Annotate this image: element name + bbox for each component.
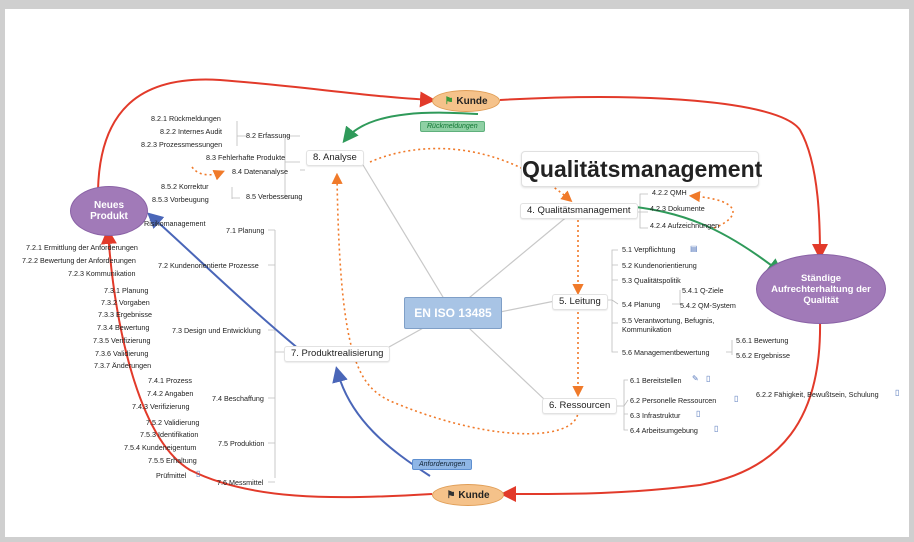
branch-leitung[interactable]: 5. Leitung: [552, 294, 608, 310]
ressourcen-child[interactable]: 6.1 Bereitstellen: [630, 376, 682, 385]
attachment-icon[interactable]: ▯: [196, 469, 201, 478]
title-node[interactable]: Qualitätsmanagement: [521, 151, 762, 187]
p74-leaf[interactable]: 7.4.2 Angaben: [147, 389, 194, 398]
attachment-icon[interactable]: ▯: [706, 374, 711, 383]
p74-leaf[interactable]: 7.4.1 Prozess: [148, 376, 192, 385]
analyse-leaf[interactable]: 8.5.3 Vorbeugung: [152, 195, 209, 204]
produkt-child[interactable]: 7.3 Design und Entwicklung: [172, 326, 261, 335]
attachment-icon[interactable]: ▯: [714, 424, 719, 433]
p73-leaf[interactable]: 7.3.1 Planung: [104, 286, 149, 295]
produkt-child[interactable]: 7.1 Planung: [226, 226, 265, 235]
branch-qm[interactable]: 4. Qualitätsmanagement: [520, 203, 638, 219]
green-arrows: [342, 111, 784, 275]
edit-icon[interactable]: ✎: [692, 374, 699, 383]
attachment-icon[interactable]: ▯: [696, 409, 701, 418]
leitung-child[interactable]: 5.4 Planung: [622, 300, 661, 309]
p73-leaf[interactable]: 7.3.5 Verifizierung: [93, 336, 151, 345]
attachment-icon[interactable]: ▯: [895, 388, 900, 397]
ressourcen-child[interactable]: 6.3 Infrastruktur: [630, 411, 681, 420]
branch-analyse[interactable]: 8. Analyse: [306, 150, 364, 166]
leitung-child[interactable]: 5.5 Verantwortung, Befugnis, Kommunikati…: [622, 316, 715, 334]
red-cycle-arrows: [97, 78, 828, 503]
p72-leaf[interactable]: 7.2.1 Ermittlung der Anforderungen: [26, 243, 138, 252]
risikomanagement[interactable]: Risikomanagement: [144, 219, 206, 228]
analyse-child[interactable]: 8.5 Verbesserung: [246, 192, 303, 201]
p73-leaf[interactable]: 7.3.4 Bewertung: [97, 323, 150, 332]
aufrechterhaltung-node[interactable]: Ständige Aufrechterhaltung der Qualität: [756, 254, 886, 324]
analyse-child[interactable]: 8.3 Fehlerhafte Produkte: [206, 153, 286, 162]
produkt-child[interactable]: 7.2 Kundenorientierte Prozesse: [158, 261, 259, 270]
flag-icon: ⚑: [446, 489, 456, 501]
produkt-child[interactable]: 7.6 Messmittel: [217, 478, 264, 487]
analyse-leaf[interactable]: 8.2.2 Internes Audit: [160, 127, 222, 136]
center-node[interactable]: EN ISO 13485: [404, 297, 502, 329]
p75-leaf[interactable]: 7.5.3 Identifikation: [140, 430, 199, 439]
p73-leaf[interactable]: 7.3.6 Validierung: [95, 349, 149, 358]
branch-produktrealisierung[interactable]: 7. Produktrealisierung: [284, 346, 391, 362]
kunde-top-label: Kunde: [456, 95, 488, 107]
note-icon[interactable]: ▤: [690, 244, 698, 253]
p73-leaf[interactable]: 7.3.2 Vorgaben: [101, 298, 150, 307]
qm-child[interactable]: 4.2.4 Aufzeichnungen: [650, 221, 720, 230]
produkt-child[interactable]: 7.4 Beschaffung: [212, 394, 264, 403]
kunde-bottom-label: Kunde: [458, 489, 490, 501]
flag-icon: ⚑: [444, 95, 454, 107]
aufrechterhaltung-label: Ständige Aufrechterhaltung der Qualität: [771, 272, 871, 306]
leitung-leaf[interactable]: 5.6.1 Bewertung: [736, 336, 789, 345]
p75-leaf[interactable]: 7.5.4 Kundeneigentum: [124, 443, 197, 452]
p73-leaf[interactable]: 7.3.3 Ergebnisse: [98, 310, 152, 319]
leitung-child[interactable]: 5.1 Verpflichtung: [622, 245, 676, 254]
p72-leaf[interactable]: 7.2.3 Kommunikation: [68, 269, 136, 278]
analyse-leaf[interactable]: 8.2.1 Rückmeldungen: [151, 114, 221, 123]
tag-anforderungen: Anforderungen: [412, 459, 473, 470]
leitung-child[interactable]: 5.6 Managementbewertung: [622, 348, 710, 357]
kunde-bottom-node[interactable]: ⚑Kunde: [432, 484, 504, 506]
tag-rueckmeldungen: Rückmeldungen: [420, 121, 485, 132]
analyse-child[interactable]: 8.2 Erfassung: [246, 131, 291, 140]
p74-leaf[interactable]: 7.4.3 Verifizierung: [132, 402, 190, 411]
p75-leaf[interactable]: 7.5.5 Erhaltung: [148, 456, 197, 465]
p73-leaf[interactable]: 7.3.7 Änderungen: [94, 361, 152, 370]
analyse-child[interactable]: 8.4 Datenanalyse: [232, 167, 288, 176]
analyse-leaf[interactable]: 8.5.2 Korrektur: [161, 182, 209, 191]
qm-child[interactable]: 4.2.3 Dokumente: [650, 204, 705, 213]
neues-produkt-label: Neues Produkt: [90, 200, 128, 222]
leitung-leaf[interactable]: 5.6.2 Ergebnisse: [736, 351, 790, 360]
attachment-icon[interactable]: ▯: [734, 394, 739, 403]
branch-ressourcen[interactable]: 6. Ressourcen: [542, 398, 618, 414]
leitung-leaf[interactable]: 5.4.1 Q-Ziele: [682, 286, 724, 295]
analyse-leaf[interactable]: 8.2.3 Prozessmessungen: [141, 140, 223, 149]
branch-lines: [231, 121, 733, 483]
leitung-leaf[interactable]: 5.4.2 QM-System: [680, 301, 736, 310]
p75-leaf[interactable]: 7.5.2 Validierung: [146, 418, 200, 427]
kunde-top-node[interactable]: ⚑Kunde: [432, 90, 500, 112]
ressourcen-child[interactable]: 6.4 Arbeitsumgebung: [630, 426, 698, 435]
ressourcen-leaf[interactable]: 6.2.2 Fähigkeit, Bewußtsein, Schulung: [756, 390, 879, 399]
qm-child[interactable]: 4.2.2 QMH: [652, 188, 687, 197]
neues-produkt-node[interactable]: Neues Produkt: [70, 186, 148, 236]
p72-leaf[interactable]: 7.2.2 Bewertung der Anforderungen: [22, 256, 136, 265]
produkt-child[interactable]: 7.5 Produktion: [218, 439, 265, 448]
center-spokes: [359, 159, 576, 401]
leitung-child[interactable]: 5.3 Qualitätspolitik: [622, 276, 681, 285]
pruefmittel[interactable]: Prüfmittel: [156, 471, 187, 480]
leitung-child[interactable]: 5.2 Kundenorientierung: [622, 261, 697, 270]
ressourcen-child[interactable]: 6.2 Personelle Ressourcen: [630, 396, 717, 405]
